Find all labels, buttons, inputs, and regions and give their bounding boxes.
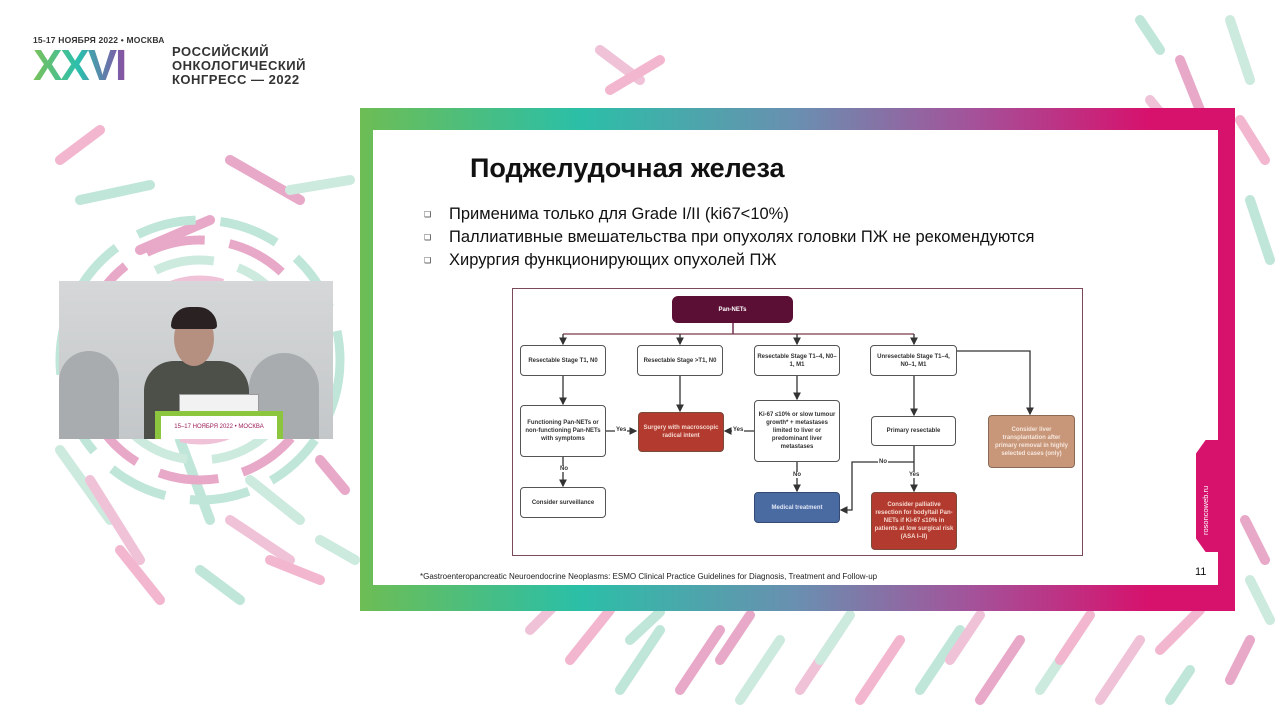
- decorative-stripe: [675, 625, 725, 695]
- node-surveillance: Consider surveillance: [520, 487, 606, 518]
- decorative-stripe: [975, 635, 1025, 705]
- logo-date: 15-17 НОЯБРЯ 2022 • МОСКВА: [33, 35, 165, 45]
- node-ki67: Ki-67 ≤10% or slow tumour growth* + meta…: [754, 400, 840, 462]
- node-surgery: Surgery with macroscopic radical intent: [638, 412, 724, 452]
- decorative-stripe: [285, 175, 355, 195]
- decorative-stripe: [815, 610, 855, 665]
- decorative-stripe: [135, 215, 215, 255]
- decorative-stripe: [625, 607, 665, 645]
- speaker-video[interactable]: 15–17 НОЯБРЯ 2022 • МОСКВА: [59, 281, 333, 439]
- decorative-stripe: [735, 635, 785, 705]
- node-unresectable: Unresectable Stage T1–4, N0–1, M1: [870, 345, 957, 376]
- node-primary-resectable: Primary resectable: [871, 416, 956, 446]
- logo-title: РОССИЙСКИЙ ОНКОЛОГИЧЕСКИЙ КОНГРЕСС — 202…: [172, 45, 306, 87]
- label-yes: Yes: [615, 427, 628, 433]
- node-functioning: Functioning Pan-NETs or non-functioning …: [520, 405, 606, 457]
- decorative-stripe: [85, 475, 145, 565]
- label-no: No: [559, 466, 569, 472]
- logo-numeral: XXVI: [33, 44, 163, 88]
- decorative-stripe: [55, 445, 115, 525]
- page-number: 11: [1195, 566, 1207, 578]
- bullet-icon: ❑: [424, 210, 432, 219]
- label-no: No: [792, 472, 802, 478]
- podium-text: 15–17 НОЯБРЯ 2022 • МОСКВА: [161, 416, 277, 439]
- bullet-icon: ❑: [424, 233, 432, 242]
- bullet-icon: ❑: [424, 256, 432, 265]
- bullet-item: ❑Паллиативные вмешательства при опухолях…: [424, 228, 1035, 246]
- decorative-stripe: [1245, 195, 1275, 265]
- decorative-stripe: [715, 610, 755, 665]
- decorative-stripe: [225, 515, 295, 565]
- decorative-stripe: [1135, 15, 1165, 55]
- decorative-stripe: [945, 610, 985, 665]
- bullet-item: ❑Применима только для Grade I/II (ki67<1…: [424, 205, 789, 223]
- decorative-stripe: [1225, 635, 1255, 685]
- decorative-stripe: [1235, 115, 1270, 165]
- decorative-stripe: [55, 125, 105, 165]
- shadow: [59, 351, 119, 439]
- label-yes: Yes: [908, 472, 921, 478]
- decorative-stripe: [315, 535, 360, 565]
- decorative-stripe: [1055, 610, 1095, 665]
- label-yes: Yes: [732, 427, 745, 433]
- footnote: *Gastroenteropancreatic Neuroendocrine N…: [420, 572, 878, 581]
- node-pan-nets: Pan-NETs: [672, 296, 793, 323]
- node-liver-transplant: Consider liver transplantation after pri…: [988, 415, 1075, 468]
- logo-line: РОССИЙСКИЙ: [172, 44, 270, 59]
- decorative-stripe: [1155, 605, 1205, 655]
- node-medical-treatment: Medical treatment: [754, 492, 840, 523]
- decorative-stripe: [605, 55, 665, 95]
- node-resectable-m1: Resectable Stage T1–4, N0–1, M1: [754, 345, 840, 376]
- decorative-stripe: [265, 555, 325, 585]
- bullet-item: ❑Хирургия функционирующих опухолей ПЖ: [424, 251, 777, 269]
- decorative-stripe: [1175, 55, 1205, 115]
- decorative-stripe: [855, 635, 905, 705]
- logo-line: ОНКОЛОГИЧЕСКИЙ: [172, 58, 306, 73]
- decorative-stripe: [1165, 665, 1195, 705]
- decorative-stripe: [1225, 15, 1255, 85]
- slide-title: Поджелудочная железа: [470, 153, 785, 183]
- decorative-stripe: [615, 625, 665, 695]
- decorative-stripe: [1240, 515, 1270, 565]
- decorative-stripe: [195, 565, 245, 605]
- bullet-list: ❑Применима только для Grade I/II (ki67<1…: [424, 203, 1034, 272]
- decorative-stripe: [915, 625, 965, 695]
- decorative-stripe: [1095, 635, 1145, 705]
- decorative-stripe: [565, 605, 615, 665]
- label-no: No: [878, 459, 888, 465]
- speaker-hair: [171, 307, 217, 329]
- node-resectable-gt1: Resectable Stage >T1, N0: [637, 345, 723, 376]
- podium: 15–17 НОЯБРЯ 2022 • МОСКВА: [155, 411, 283, 439]
- node-resectable-t1: Resectable Stage T1, N0: [520, 345, 606, 376]
- decorative-stripe: [75, 180, 155, 205]
- node-palliative: Consider palliative resection for body/t…: [871, 492, 957, 550]
- decorative-stripe: [315, 455, 350, 495]
- side-tab-text: rosoncoweb.ru: [1201, 485, 1210, 535]
- decorative-stripe: [1245, 575, 1275, 625]
- decorative-stripe: [115, 545, 165, 605]
- side-tab[interactable]: rosoncoweb.ru: [1196, 440, 1220, 552]
- decorative-stripe: [245, 475, 305, 525]
- logo-line: КОНГРЕСС — 2022: [172, 72, 300, 87]
